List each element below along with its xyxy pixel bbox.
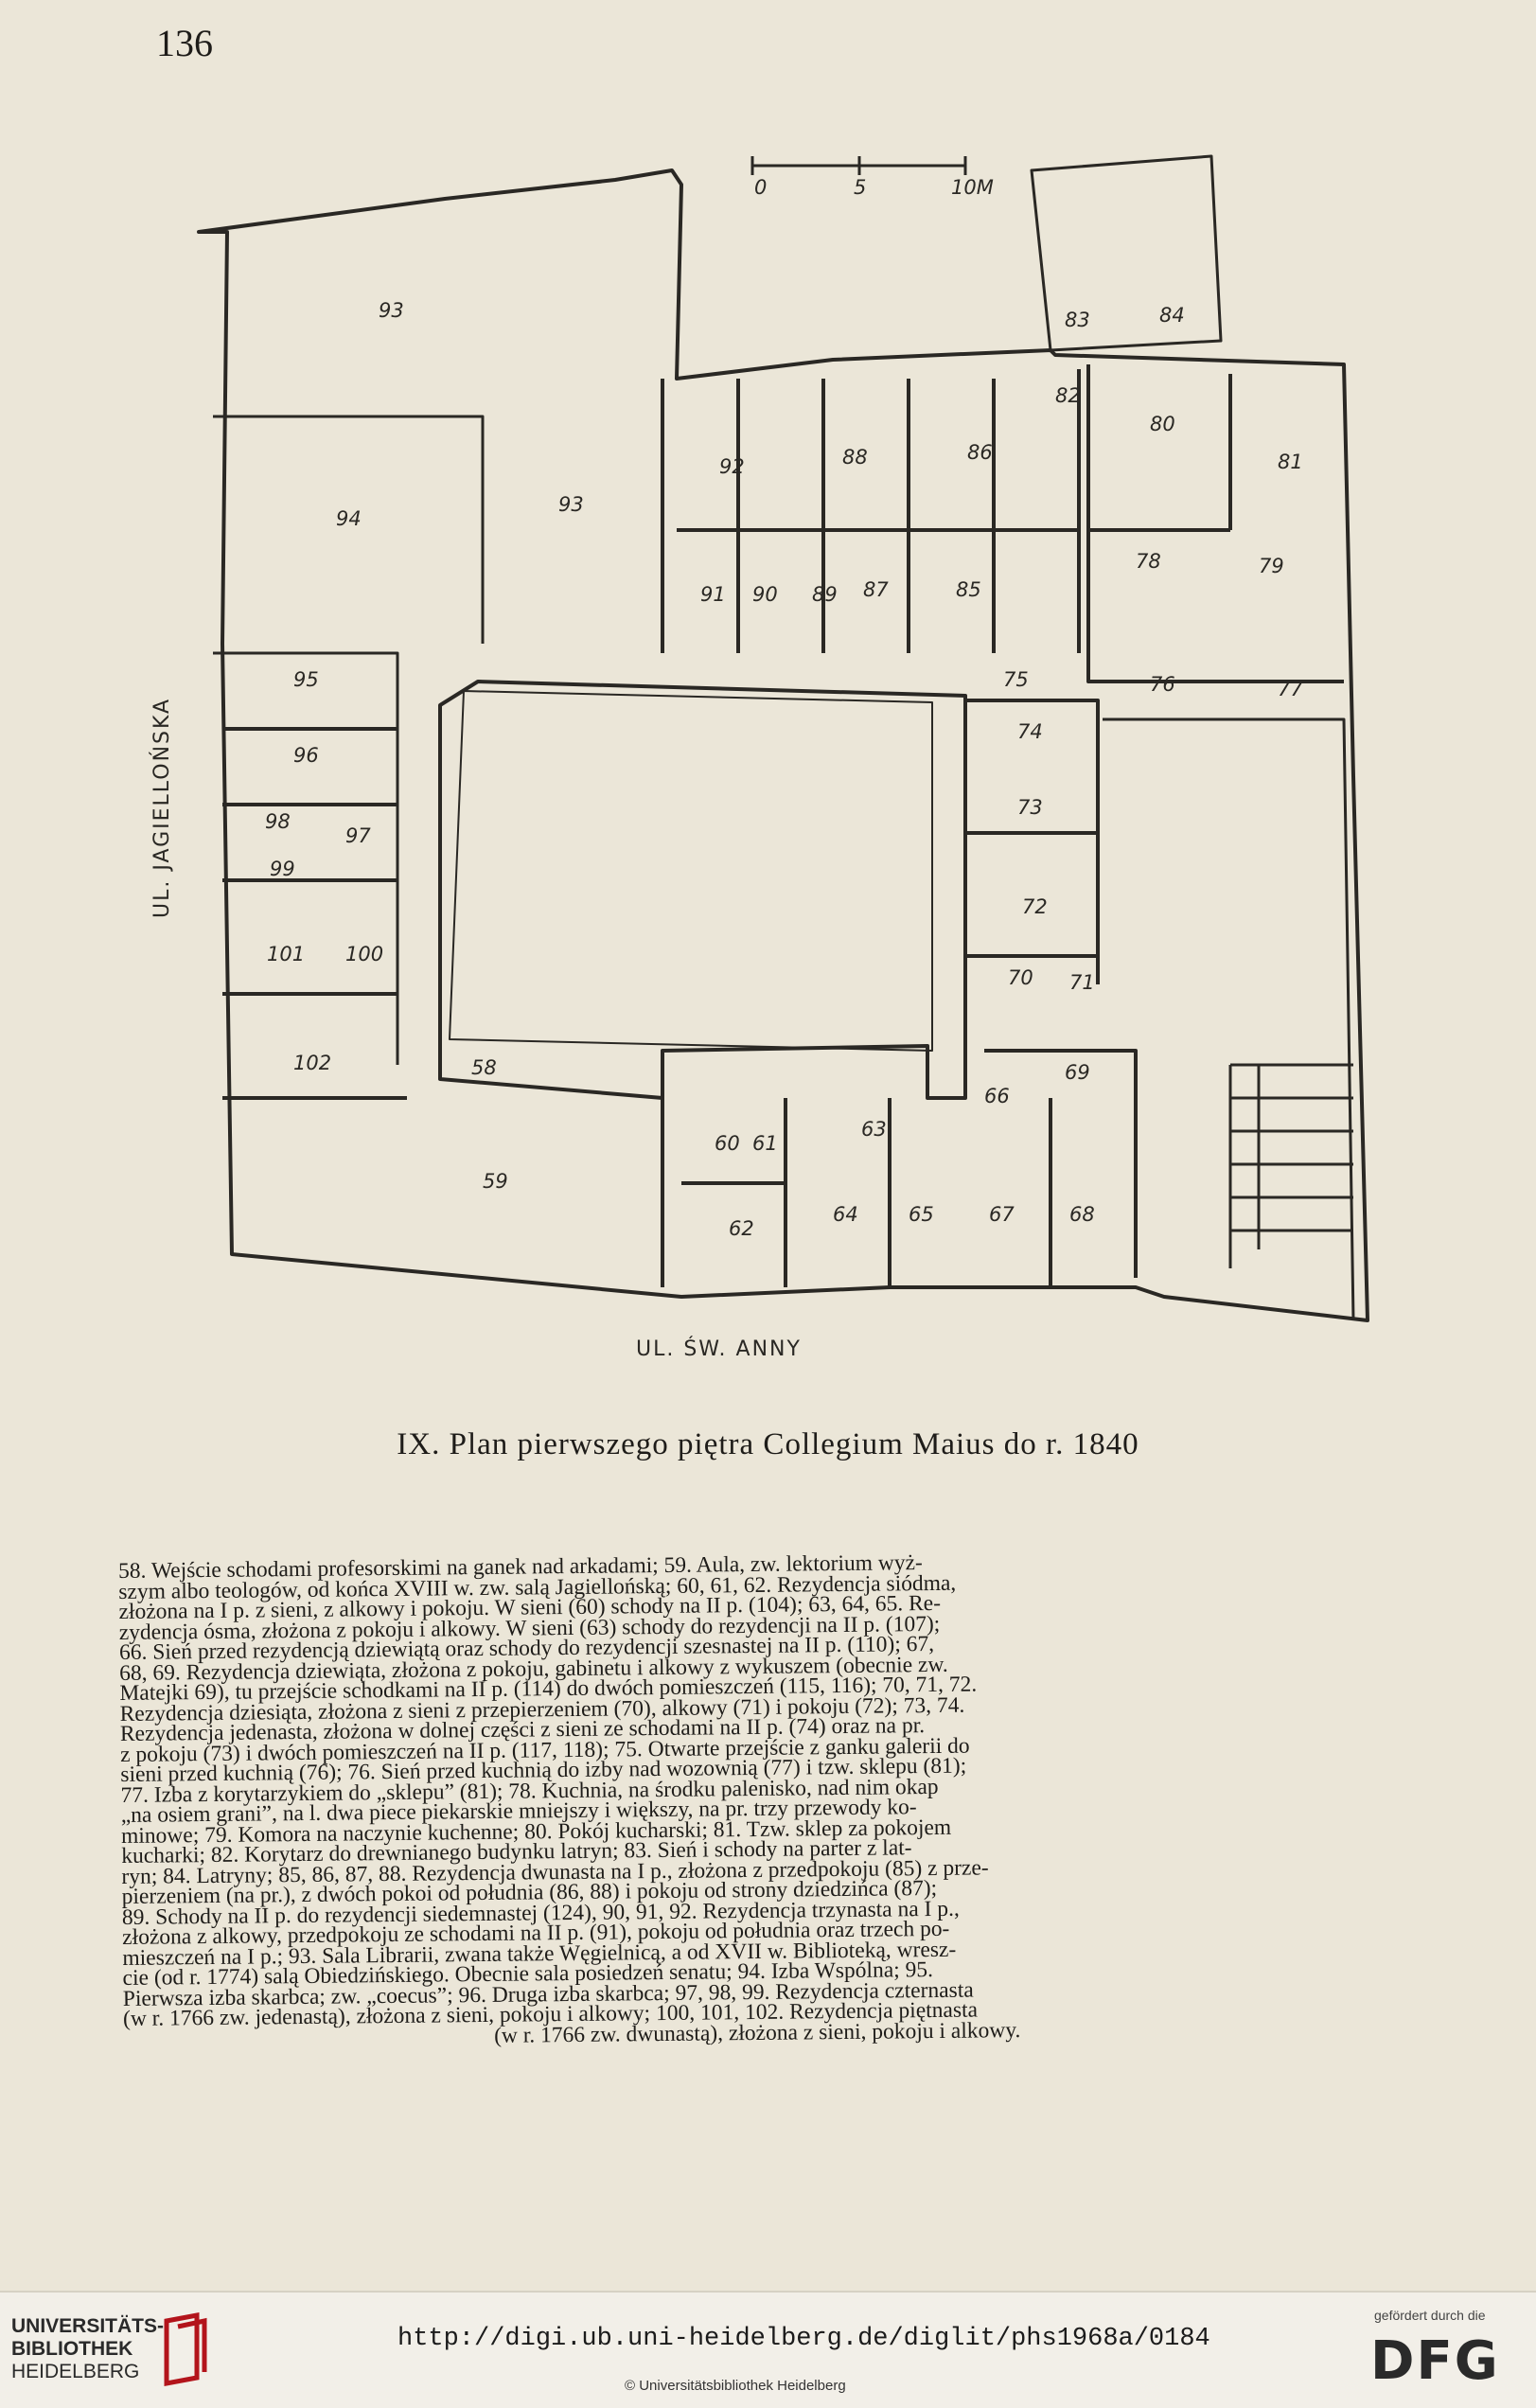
- scale-label-0: 0: [754, 176, 767, 199]
- funding-note: gefördert durch die: [1374, 2308, 1486, 2323]
- courtyard-outline: [438, 680, 967, 1100]
- room-label: 96: [293, 744, 319, 767]
- dfg-logo[interactable]: DFG: [1370, 2330, 1500, 2392]
- room-label: 79: [1259, 555, 1284, 577]
- room-label: 70: [1008, 966, 1033, 989]
- room-label: 80: [1150, 413, 1175, 435]
- room-label: 95: [293, 668, 319, 691]
- room-label: 61: [752, 1132, 778, 1155]
- room-label: 91: [700, 583, 726, 606]
- building-outline: [197, 168, 1369, 1322]
- room-label: 84: [1159, 304, 1185, 327]
- room-label: 59: [483, 1170, 508, 1193]
- room-label: 86: [967, 441, 993, 464]
- room-label: 88: [842, 446, 868, 469]
- room-label: 72: [1022, 895, 1048, 918]
- room-label: 82: [1055, 384, 1081, 407]
- copyright-notice: © Universitätsbibliothek Heidelberg: [625, 2378, 846, 2394]
- scale-label-10m: 10M: [951, 176, 994, 199]
- figure-caption: IX. Plan pierwszego piętra Collegium Mai…: [397, 1427, 1139, 1461]
- room-label: 63: [861, 1118, 887, 1141]
- room-label: 99: [270, 858, 295, 880]
- room-label: 97: [345, 824, 371, 847]
- room-label: 89: [812, 583, 838, 606]
- page-number: 136: [156, 22, 213, 64]
- street-label-west: UL. JAGIELLOŃSKA: [150, 698, 174, 918]
- floor-plan: 0 5 10M UL. JAGIELLOŃSKA UL. ŚW. ANNY 93…: [150, 154, 1369, 1361]
- library-name-line: HEIDELBERG: [11, 2361, 140, 2382]
- room-label: 65: [909, 1203, 934, 1226]
- room-labels: 93 94 93 95 96 98 97 99 101 100 102 58 5…: [265, 299, 1303, 1240]
- room-label: 102: [293, 1052, 331, 1074]
- library-logo[interactable]: UNIVERSITÄTS- BIBLIOTHEK HEIDELBERG: [11, 2315, 164, 2383]
- library-mark-icon: [164, 2311, 207, 2387]
- room-label: 74: [1017, 720, 1043, 743]
- scale-label-5: 5: [854, 176, 866, 199]
- room-label: 87: [863, 578, 889, 601]
- room-label: 101: [267, 943, 305, 965]
- room-label: 100: [345, 943, 383, 965]
- room-label: 98: [265, 810, 291, 833]
- room-label: 93: [379, 299, 404, 322]
- library-name-line: BIBLIOTHEK: [11, 2338, 133, 2360]
- room-label: 60: [715, 1132, 740, 1155]
- room-label: 58: [471, 1056, 497, 1079]
- room-label: 76: [1150, 673, 1175, 696]
- room-label: 71: [1069, 971, 1095, 994]
- permalink-url[interactable]: http://digi.ub.uni-heidelberg.de/diglit/…: [397, 2325, 1210, 2353]
- room-label: 77: [1278, 678, 1303, 700]
- legend-text: 58. Wejście schodami profesorskimi na ga…: [118, 1549, 1391, 2050]
- room-label: 94: [336, 507, 362, 530]
- room-label: 85: [956, 578, 981, 601]
- room-label: 78: [1136, 550, 1161, 573]
- street-label-south: UL. ŚW. ANNY: [636, 1337, 802, 1361]
- room-label: 93: [558, 493, 584, 516]
- scale-bar: [750, 156, 967, 175]
- footer-bar: UNIVERSITÄTS- BIBLIOTHEK HEIDELBERG http…: [0, 2291, 1536, 2408]
- room-label: 62: [729, 1217, 754, 1240]
- room-label: 92: [719, 455, 745, 478]
- room-label: 83: [1065, 309, 1090, 331]
- room-label: 66: [984, 1085, 1010, 1107]
- room-label: 81: [1278, 451, 1303, 473]
- room-label: 69: [1065, 1061, 1090, 1084]
- room-label: 75: [1003, 668, 1029, 691]
- room-label: 64: [833, 1203, 858, 1226]
- library-name-line: UNIVERSITÄTS-: [11, 2315, 165, 2337]
- room-label: 73: [1017, 796, 1043, 819]
- room-label: 68: [1069, 1203, 1095, 1226]
- room-label: 67: [989, 1203, 1015, 1226]
- room-label: 90: [752, 583, 778, 606]
